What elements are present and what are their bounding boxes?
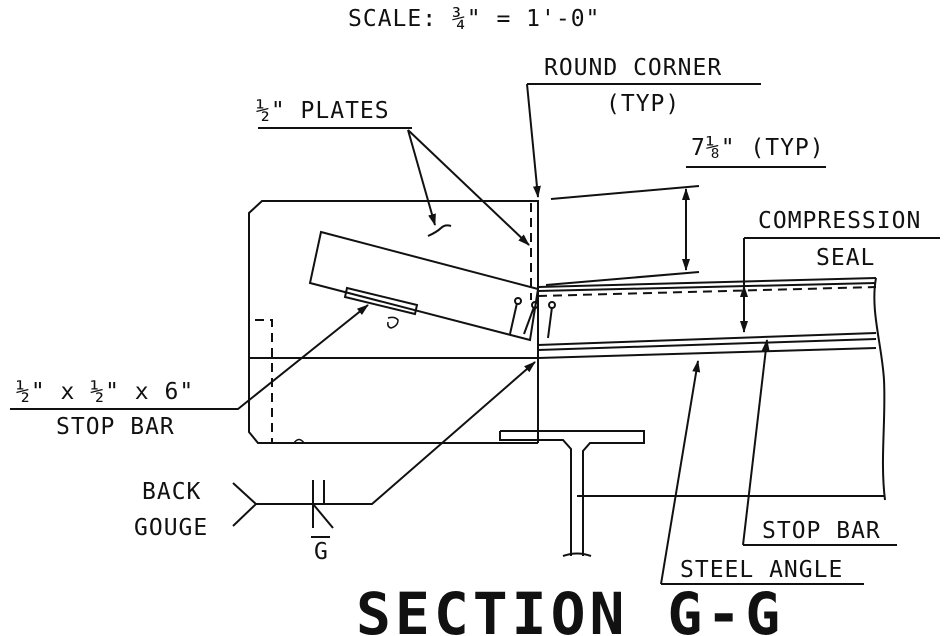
round-corner-label: ROUND CORNER (544, 55, 722, 81)
back-gouge-label-2: GOUGE (134, 515, 208, 541)
dimension-label: 7⅛" (TYP) (691, 135, 825, 161)
compression-seal-label-2: SEAL (816, 245, 875, 271)
stop-bar-left-label: STOP BAR (56, 414, 175, 440)
section-title: SECTION G-G (356, 580, 784, 636)
deck-assembly (537, 277, 886, 501)
tilted-plate (308, 224, 556, 342)
concrete-block (248, 200, 539, 444)
leader-lines (10, 83, 940, 585)
compression-seal-label: COMPRESSION (758, 208, 921, 234)
steel-angle-label: STEEL ANGLE (680, 557, 843, 583)
steel-beam (499, 430, 885, 557)
back-gouge-label: BACK (142, 479, 201, 505)
stop-bar-right-label: STOP BAR (762, 518, 881, 544)
round-corner-typ-label: (TYP) (606, 91, 680, 117)
stop-bar-size-label: ½" x ½" x 6" (16, 379, 194, 405)
scale-note: SCALE: ¾" = 1'-0" (348, 6, 600, 32)
plates-label: ½" PLATES (256, 98, 390, 124)
weld-symbol-label: G (314, 539, 329, 565)
